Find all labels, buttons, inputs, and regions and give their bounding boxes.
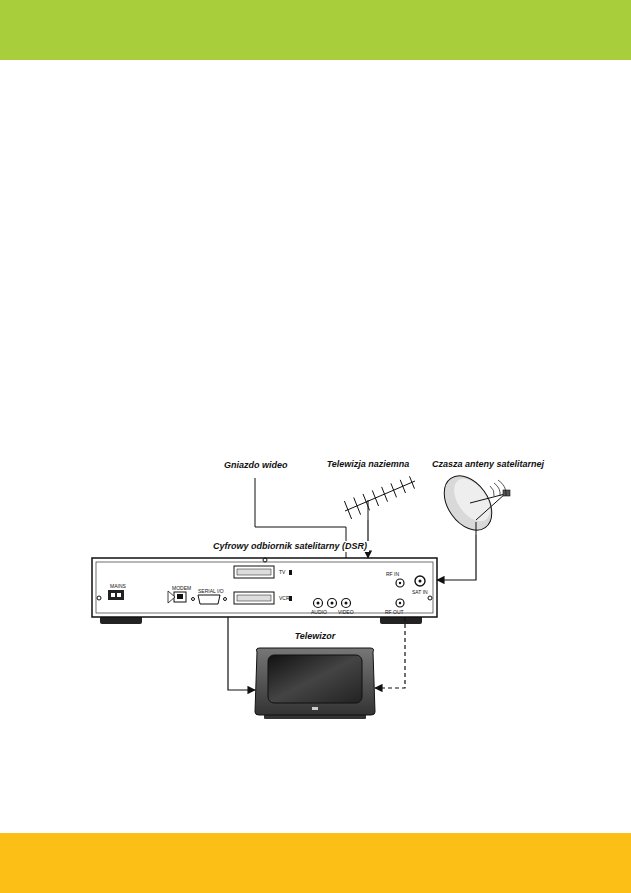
- illustration-part: [268, 655, 362, 703]
- receiver-node: Cyfrowy odbiornik satelitarny (DSR): [92, 541, 437, 617]
- node-heading: Telewizor: [293, 631, 338, 642]
- illustration-part: [174, 592, 186, 602]
- node-outline: [92, 558, 437, 617]
- dish-node: Czasza anteny satelitarnej: [418, 459, 558, 535]
- node-outline: [255, 648, 375, 715]
- illustration-part: [314, 599, 323, 608]
- illustration-part: [419, 580, 422, 583]
- illustration-part: [345, 602, 348, 605]
- port-label: MAINS: [110, 583, 126, 589]
- illustration-part: [410, 476, 415, 488]
- node-outline: [340, 476, 420, 520]
- illustration-part: [255, 648, 375, 715]
- illustration-part: [363, 494, 370, 510]
- illustration-part: [345, 481, 415, 511]
- illustration-part: [447, 472, 497, 527]
- illustration-part: [476, 522, 477, 535]
- heading-holder: Cyfrowy odbiornik satelitarny (DSR): [140, 541, 440, 552]
- port-label: SERIAL I/O: [198, 588, 224, 594]
- satellite-dish: [434, 467, 510, 539]
- node-outline: [440, 476, 520, 535]
- illustration-part: [415, 576, 425, 586]
- illustration-part: [168, 591, 175, 603]
- illustration-part: [234, 566, 274, 578]
- illustration-part: [96, 562, 433, 613]
- illustration-part: [331, 602, 334, 605]
- illustration-part: [391, 483, 397, 497]
- illustration-part: [354, 497, 361, 514]
- illustration-part: [237, 595, 271, 601]
- port-label: SAT IN: [412, 589, 428, 595]
- television-node: Telewizor: [245, 631, 385, 715]
- heading-holder: Telewizor: [165, 631, 465, 642]
- illustration-part: [312, 707, 318, 710]
- illustration-part: [234, 592, 274, 604]
- port-label: RF IN: [386, 571, 399, 577]
- illustration-part: [503, 490, 510, 496]
- illustration-part: [224, 598, 227, 601]
- illustration-part: [396, 579, 404, 587]
- illustration-part: [317, 602, 320, 605]
- illustration-part: [344, 501, 351, 519]
- illustration-part: [368, 500, 369, 520]
- illustration-part: [263, 558, 267, 562]
- cable: [367, 520, 368, 558]
- node-heading: Czasza anteny satelitarnej: [430, 459, 546, 470]
- illustration-part: [372, 490, 378, 506]
- cable: [437, 535, 476, 580]
- illustration-part: [470, 494, 505, 520]
- illustration-part: [92, 558, 437, 617]
- illustration-part: [192, 598, 195, 601]
- rf-cable: [375, 617, 405, 688]
- antenna-node: Telewizja naziemna: [303, 459, 433, 520]
- top-band: [0, 0, 631, 60]
- illustration-part: [434, 467, 501, 539]
- bottom-band: [0, 833, 631, 893]
- port-label: MODEM: [172, 585, 191, 591]
- illustration-part: [237, 569, 271, 575]
- illustration-part: [198, 595, 220, 604]
- cable: [228, 617, 255, 690]
- illustration-part: [117, 593, 121, 597]
- video-socket: [342, 599, 351, 608]
- illustration-part: [382, 487, 388, 502]
- illustration-part: [177, 594, 183, 599]
- illustration-part: [111, 593, 115, 597]
- illustration-part: [399, 582, 401, 584]
- port-label: RF OUT: [385, 609, 404, 615]
- illustration-part: [396, 599, 404, 607]
- illustration-part: [428, 596, 432, 600]
- node-heading: Cyfrowy odbiornik satelitarny (DSR): [211, 541, 369, 552]
- callout-label: Gniazdo wideo: [222, 460, 290, 471]
- port-label: AUDIO: [311, 609, 327, 615]
- illustration-part: [490, 480, 506, 496]
- terrestrial-antenna: [344, 476, 415, 520]
- illustration-part: [400, 480, 405, 493]
- port-label: VIDEO: [338, 609, 354, 615]
- port-label: VCR: [279, 595, 290, 601]
- node-heading: Telewizja naziemna: [325, 459, 412, 470]
- illustration-part: [399, 602, 401, 604]
- illustration-part: [97, 596, 101, 600]
- illustration-part: [328, 599, 337, 608]
- illustration-part: [108, 590, 124, 600]
- port-label: TV: [279, 569, 285, 575]
- television: [255, 648, 375, 719]
- receiver-panel: [92, 558, 437, 624]
